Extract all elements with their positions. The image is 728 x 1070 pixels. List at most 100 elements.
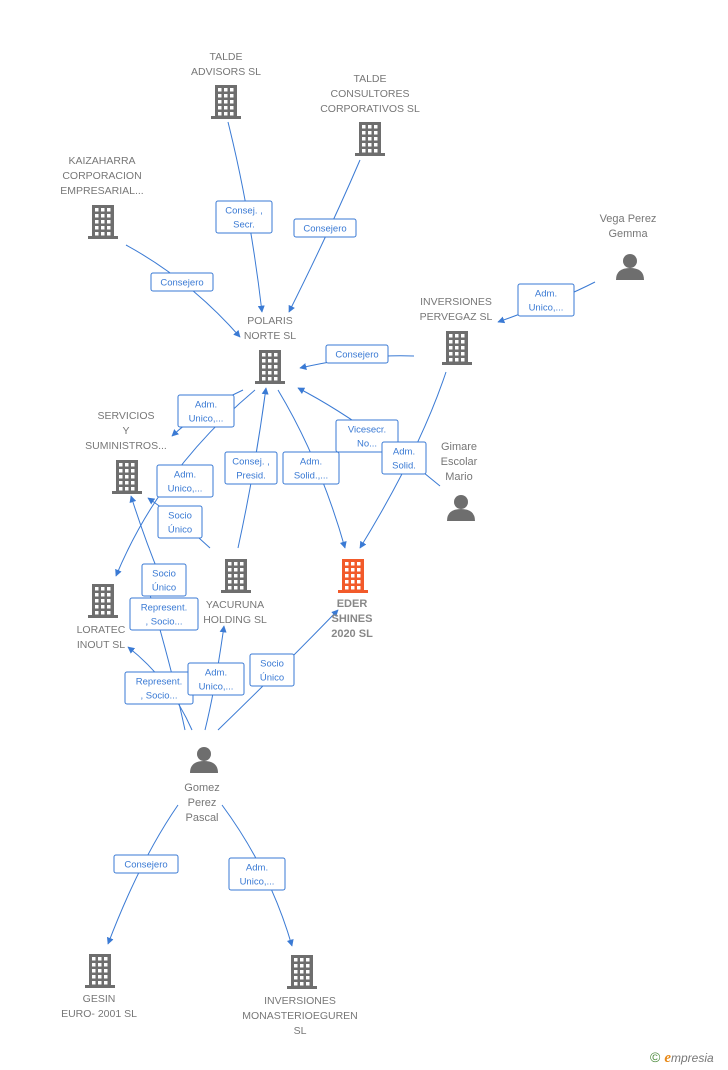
edge-label-box (129, 597, 199, 631)
edge-label-text: Adm. (195, 400, 217, 411)
node-label: Y (122, 425, 129, 437)
node-label: TALDE (209, 51, 242, 63)
node-label: Mario (445, 471, 473, 483)
node-label: EURO- 2001 SL (61, 1008, 137, 1020)
edge-label-box (187, 662, 245, 696)
node-label: PERVEGAZ SL (420, 311, 493, 323)
edge-label-text: Socio (168, 511, 192, 522)
node-label: Gimare (441, 441, 477, 453)
edge-label-text: Secr. (233, 220, 255, 231)
edge-label-box (293, 218, 357, 238)
building-icon (221, 559, 251, 593)
edge-label-text: , Socio... (141, 691, 178, 702)
edge-label-text: , Socio... (146, 617, 183, 628)
edge-label[interactable]: Consejero (113, 854, 179, 874)
building-icon (355, 122, 385, 156)
edge-label-text: Unico,... (189, 414, 224, 425)
building-icon (112, 460, 142, 494)
edge-label[interactable]: Consejero (150, 272, 214, 292)
node-label: INOUT SL (77, 639, 125, 651)
node-label: Gomez (184, 782, 219, 794)
edge-label-box (224, 451, 278, 485)
node-servicios[interactable]: SERVICIOSYSUMINISTROS... (85, 410, 167, 494)
node-talde_advisors[interactable]: TALDE ADVISORS SL (191, 51, 261, 119)
edge-label-text: Unico,... (529, 303, 564, 314)
edge-label-text: Consej. , (225, 206, 263, 217)
building-icon (255, 350, 285, 384)
node-label: GESIN (83, 993, 116, 1005)
brand-name: mpresia (671, 1051, 714, 1065)
edge-label-box (177, 394, 235, 428)
edge-label-text: Presid. (236, 471, 266, 482)
edge-label-text: Unico,... (199, 682, 234, 693)
edge-label[interactable]: Represent., Socio... (129, 597, 199, 631)
building-icon (338, 559, 368, 593)
building-icon (85, 954, 115, 988)
edge-label-text: No... (357, 439, 377, 450)
node-label: Escolar (441, 456, 478, 468)
edge-label[interactable]: Adm. Unico,... (187, 662, 245, 696)
edge-label-text: Represent. (136, 677, 182, 688)
edge-label-text: Único (260, 673, 284, 684)
node-label: SHINES (332, 613, 373, 625)
edge-label[interactable]: Adm. Unico,... (177, 394, 235, 428)
node-label: LORATEC (77, 624, 126, 636)
node-kaizaharra[interactable]: KAIZAHARRACORPORACIONEMPRESARIAL... (60, 155, 144, 239)
edge-label-text: Adm. (535, 289, 557, 300)
edge-label-text: Unico,... (240, 877, 275, 888)
edge-label[interactable]: Consej. , Presid. (224, 451, 278, 485)
node-polaris[interactable]: POLARIS NORTE SL (244, 315, 296, 384)
edge-label-text: Consejero (160, 278, 203, 289)
node-gesin[interactable]: GESIN EURO- 2001 SL (61, 954, 137, 1020)
edge-label-text: Adm. (246, 863, 268, 874)
edge-label-text: Adm. (205, 668, 227, 679)
brand-initial: e (664, 1050, 671, 1066)
edge-label[interactable]: Adm.Solid. (381, 441, 427, 475)
edge-label-box (215, 200, 273, 234)
edge-label-text: Unico,... (168, 484, 203, 495)
node-label: SERVICIOS (98, 410, 155, 422)
edge-label[interactable]: Adm.Solid.,... (282, 451, 340, 485)
nodes-layer: TALDE ADVISORS SL TALDE CONSULTORES CORPORAT… (60, 51, 656, 1037)
edge-label[interactable]: Adm. Unico,... (517, 283, 575, 317)
edge-label[interactable]: Consej. , Secr. (215, 200, 273, 234)
edge-label-text: Consejero (303, 224, 346, 235)
brand-logo: ©empresia (650, 1049, 714, 1067)
edge-label-text: Único (152, 583, 176, 594)
node-label: NORTE SL (244, 330, 296, 342)
node-talde_consultores[interactable]: TALDE CONSULTORES CORPORATIVOS SL (320, 73, 420, 156)
node-label: ADVISORS SL (191, 66, 261, 78)
node-label: MONASTERIOEGUREN (242, 1010, 358, 1022)
building-icon (88, 205, 118, 239)
node-label: POLARIS (247, 315, 293, 327)
node-loratec[interactable]: LORATEC INOUT SL (77, 584, 126, 651)
edge-label-box (157, 505, 203, 539)
edge-label[interactable]: Consejero (325, 344, 389, 364)
edge-label-text: Vicesecr. (348, 425, 386, 436)
node-label: CONSULTORES (331, 88, 410, 100)
node-label: CORPORATIVOS SL (320, 103, 420, 115)
node-label: Gemma (608, 228, 648, 240)
edge-label-text: Consej. , (232, 457, 270, 468)
edge-label[interactable]: Adm.Unico,... (156, 464, 214, 498)
node-label: CORPORACION (62, 170, 141, 182)
node-label: TALDE (353, 73, 386, 85)
edge-label-box (381, 441, 427, 475)
edge-label[interactable]: Represent. , Socio... (124, 671, 194, 705)
edge-label[interactable]: Adm. Unico,... (228, 857, 286, 891)
edge-label[interactable]: Consejero (293, 218, 357, 238)
edge-line (106, 804, 179, 945)
edge-label-text: Consejero (124, 860, 167, 871)
person-icon (616, 254, 644, 280)
